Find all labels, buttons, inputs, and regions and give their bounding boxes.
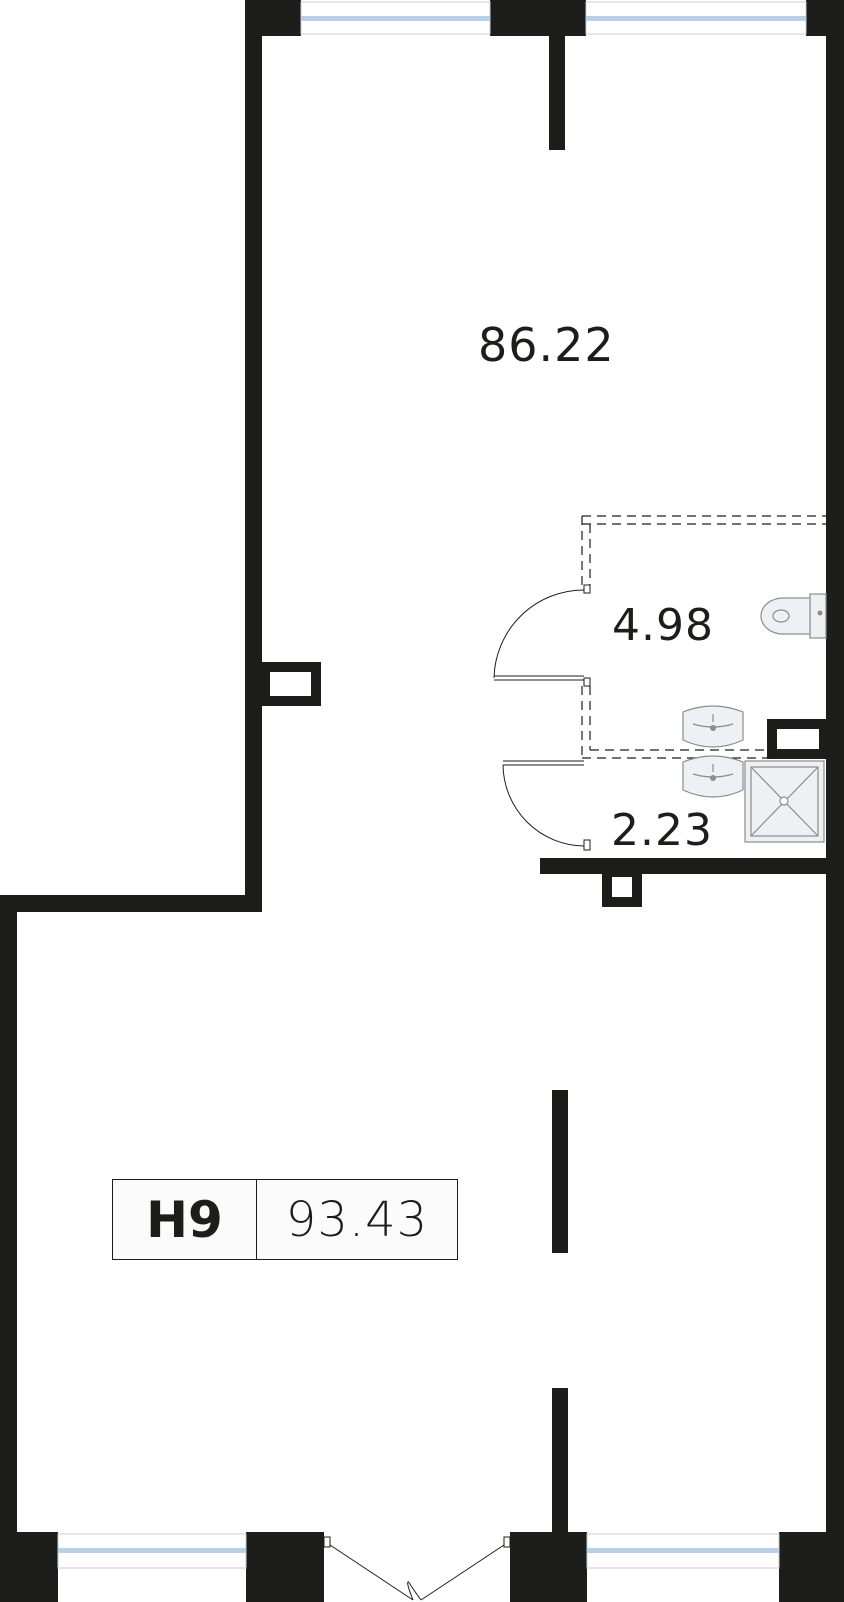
- partition-top: [549, 36, 565, 150]
- wall-bottom-right-mid: [510, 1532, 587, 1602]
- column-below-bathroom: [602, 867, 642, 907]
- sanitary-partitions: [581, 515, 826, 759]
- columns: [260, 662, 829, 907]
- wall-top-middle: [490, 0, 586, 36]
- bathroom-bottom-wall: [540, 858, 826, 874]
- bathroom-door: [502, 760, 591, 851]
- toilet-fixture: [760, 593, 827, 639]
- window-top-left: [300, 1, 491, 35]
- column-left: [260, 662, 321, 706]
- partition-bottom: [552, 1388, 568, 1532]
- partition-middle: [552, 1090, 568, 1253]
- column-bathroom-right: [767, 719, 829, 759]
- room-area-bathroom: 2.23: [611, 805, 713, 856]
- room-area-main-hall: 86.22: [478, 318, 615, 372]
- sinks: [682, 705, 744, 798]
- unit-total-area: 93.43: [285, 1191, 429, 1248]
- wall-bottom-left-mid: [246, 1532, 324, 1602]
- window-top-right: [585, 1, 807, 35]
- room-area-wc: 4.98: [612, 600, 714, 651]
- unit-code: Н9: [113, 1180, 257, 1259]
- wc-door: [493, 584, 591, 687]
- wall-right: [826, 0, 844, 1602]
- wall-step: [0, 895, 262, 912]
- window-bottom-left: [57, 1533, 247, 1569]
- wall-bottom-left: [0, 1532, 58, 1602]
- wall-upper-left: [245, 0, 262, 912]
- windows: [57, 1, 807, 1569]
- unit-badge: Н9 93.43: [112, 1179, 458, 1260]
- wall-bottom-right: [779, 1532, 844, 1602]
- shower-fixture: [744, 760, 825, 843]
- wall-lower-left: [0, 895, 17, 1602]
- window-bottom-right: [586, 1533, 780, 1569]
- entrance-door: [323, 1536, 511, 1601]
